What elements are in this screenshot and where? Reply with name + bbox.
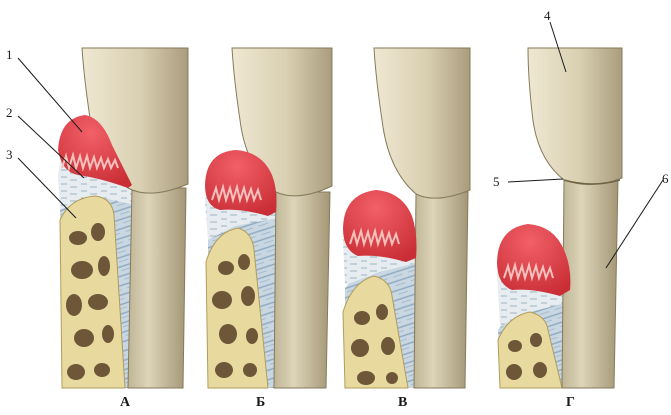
panel-b [205,48,332,388]
panel-label-b: Б [256,395,265,410]
callout-4: 4 [544,8,551,23]
callout-5: 5 [493,174,500,189]
panel-v [343,48,470,388]
panel-g [497,48,622,388]
callout-6: 6 [662,171,669,186]
gingiva-v [343,190,417,262]
panel-label-v: В [398,395,407,410]
root-a [128,188,186,388]
callout-1: 1 [6,47,13,62]
leader-line-5 [508,179,563,182]
callout-2: 2 [6,105,13,120]
panel-a [58,48,188,388]
panel-label-a: А [120,395,131,410]
crown-g [528,48,622,185]
callout-3: 3 [6,147,13,162]
gingiva-g [497,224,570,296]
root-g [562,180,618,388]
root-v [414,192,468,388]
crown-v [374,48,470,198]
leader-line-1 [18,58,82,132]
root-b [274,192,330,388]
panel-label-g: Г [566,395,575,410]
